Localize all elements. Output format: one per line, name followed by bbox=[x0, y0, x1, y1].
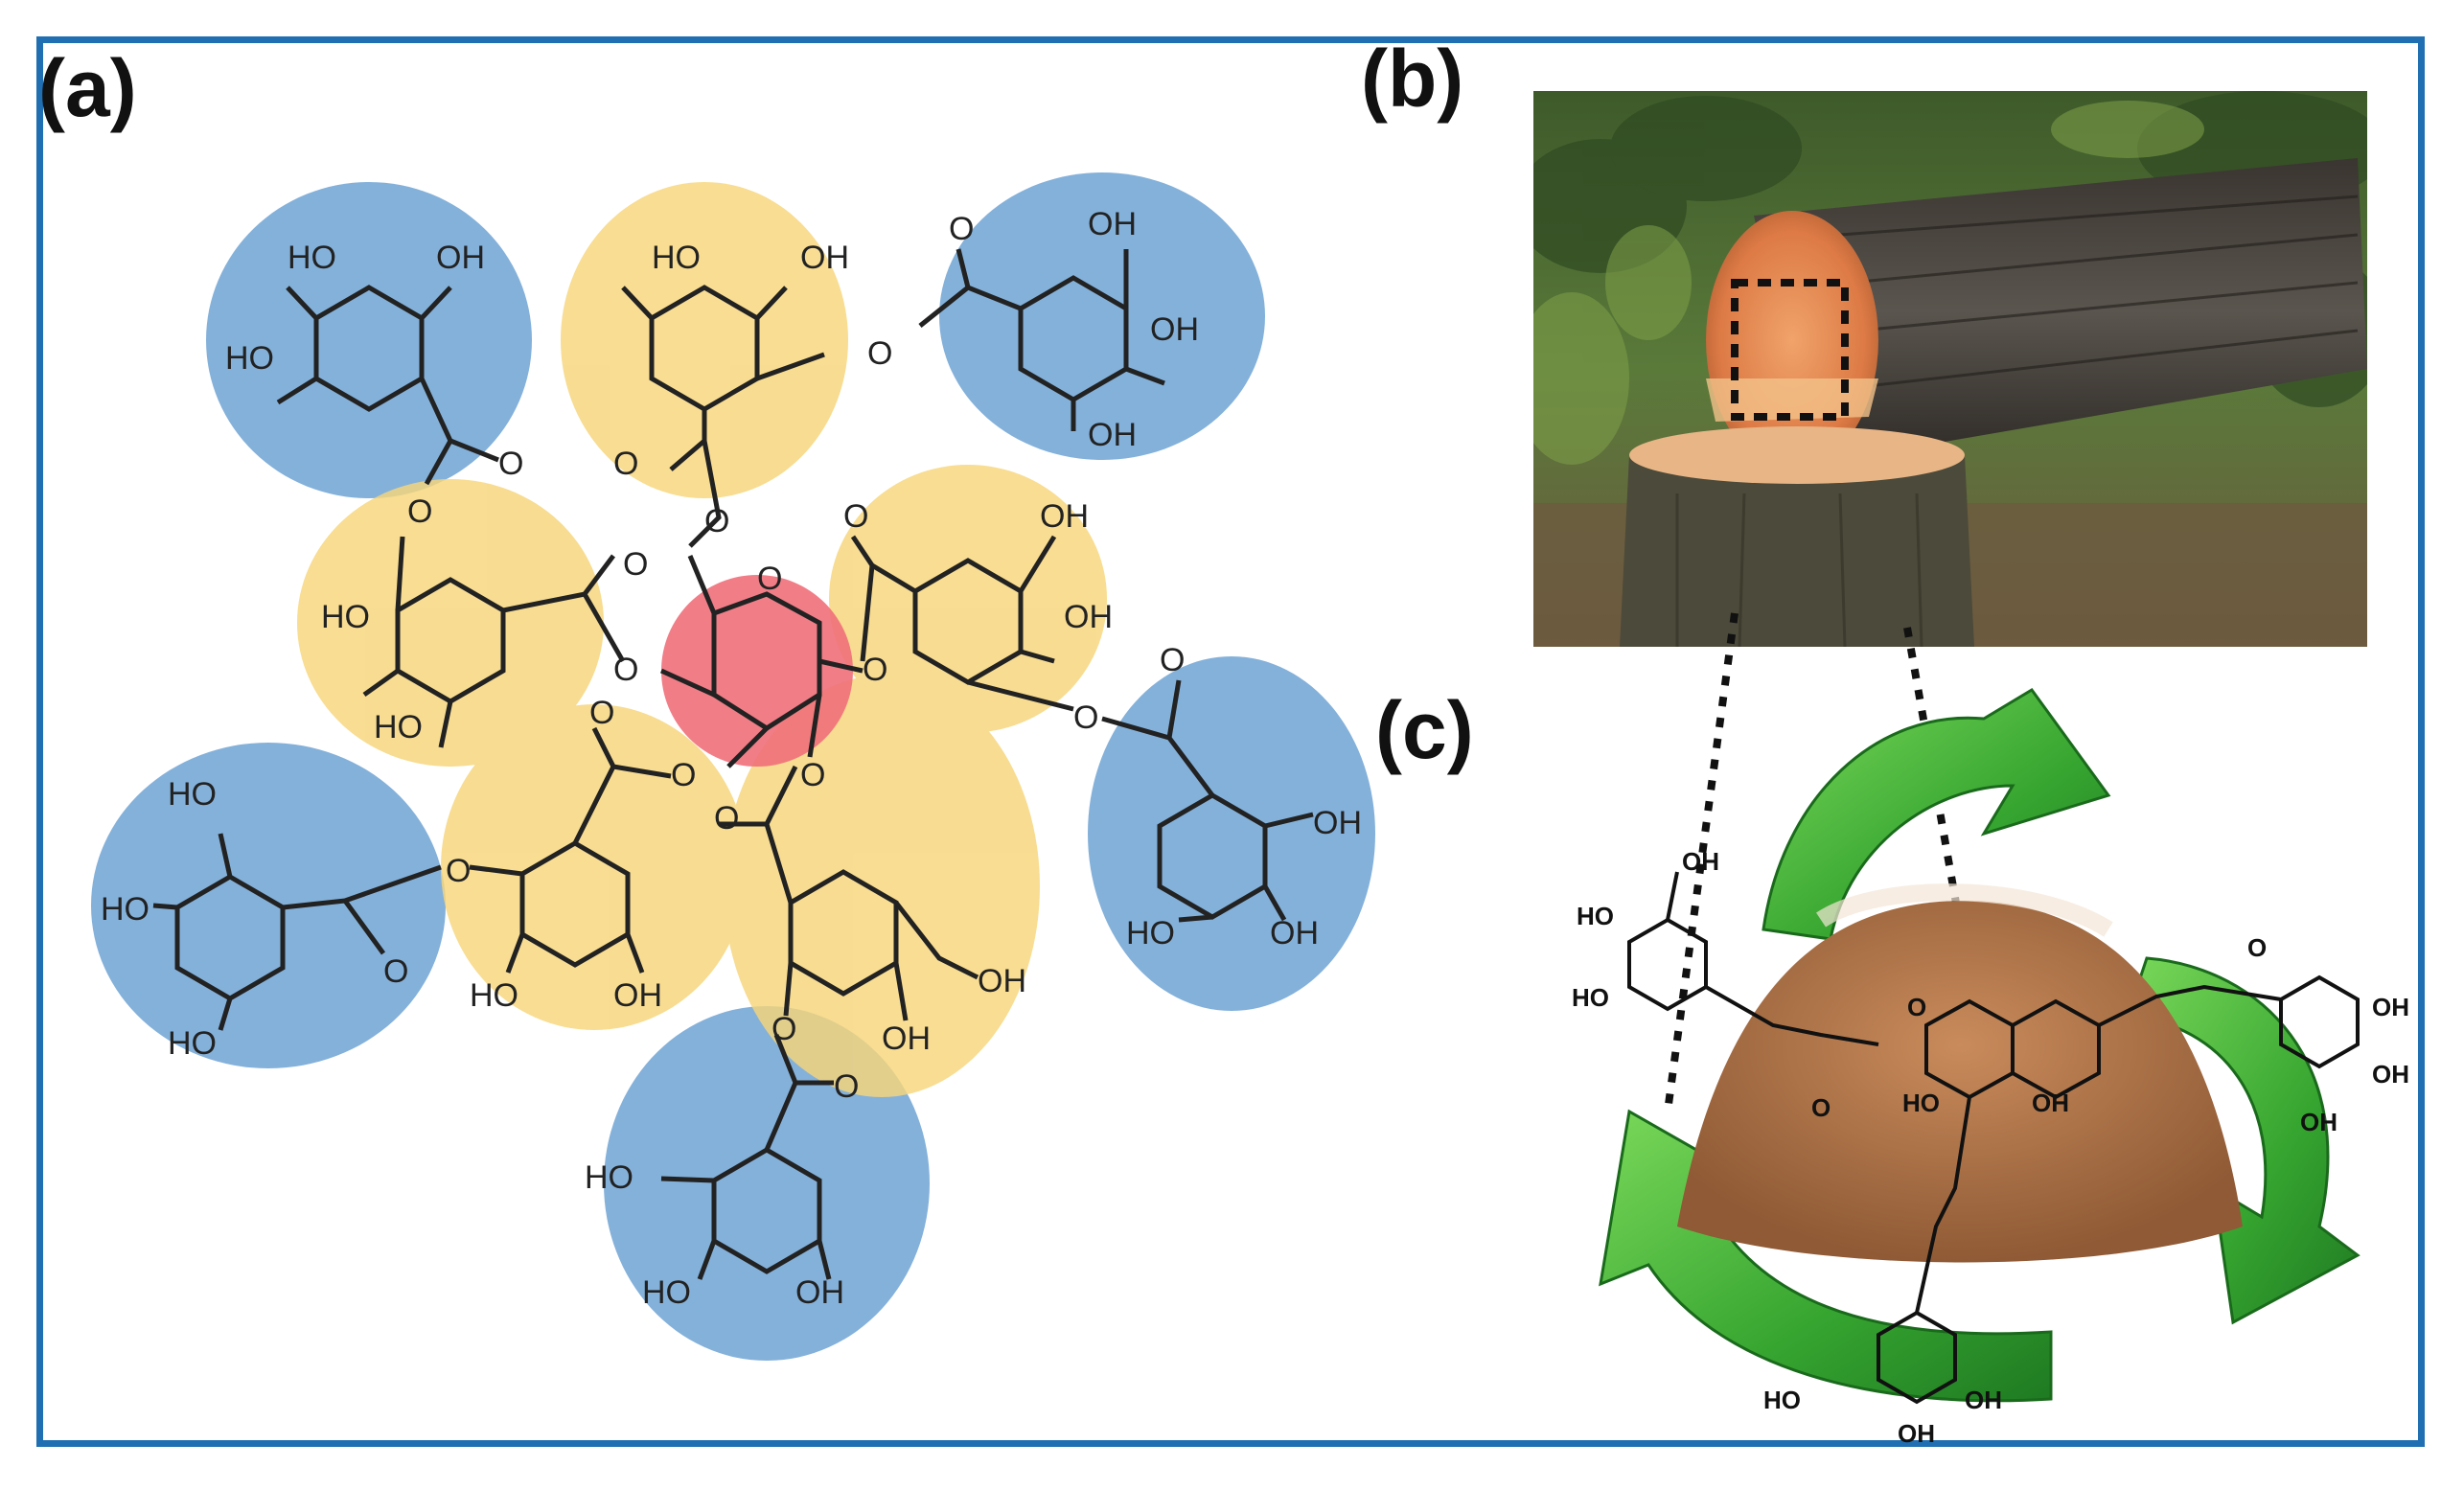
overlay-oh-5: OH bbox=[2032, 1089, 2069, 1117]
overlay-ho-3: HO bbox=[1902, 1089, 1940, 1117]
inner-galloyl-highlight-lower-right bbox=[724, 676, 1040, 1097]
label-o-1: O bbox=[498, 446, 523, 482]
panel-label-a: (a) bbox=[38, 43, 137, 133]
label-o-8: O bbox=[613, 652, 638, 688]
label-oh-9: OH bbox=[1270, 915, 1319, 951]
blue-highlights bbox=[91, 172, 1375, 1361]
label-ho-3: HO bbox=[652, 240, 701, 276]
label-oh-7: OH bbox=[1064, 599, 1113, 635]
overlay-ho-4: HO bbox=[1763, 1386, 1801, 1414]
label-oh-5: OH bbox=[1088, 417, 1137, 453]
label-o-6: O bbox=[867, 335, 892, 372]
bond-lines bbox=[152, 248, 1314, 1280]
label-ho-8: HO bbox=[168, 776, 217, 813]
overlay-oh-2: OH bbox=[2372, 993, 2409, 1021]
overlay-o-1: O bbox=[2247, 933, 2267, 962]
label-oh-6: OH bbox=[1040, 498, 1089, 535]
glucose-core-highlight bbox=[661, 575, 853, 767]
inner-galloyl-highlight-top bbox=[561, 182, 848, 498]
label-ho-1: HO bbox=[288, 240, 336, 276]
inner-galloyl-highlight-left bbox=[297, 479, 604, 767]
label-oh-1: OH bbox=[436, 240, 485, 276]
recycle-diagram: OH HO HO O OH OH OH O O HO OH HO OH OH bbox=[1572, 688, 2409, 1447]
label-ho-2: HO bbox=[225, 340, 274, 377]
galloyl-highlight-top-right bbox=[939, 172, 1265, 460]
label-o-14: O bbox=[1160, 642, 1185, 678]
label-oh-12: OH bbox=[882, 1020, 931, 1057]
sample-region-box bbox=[1731, 279, 1849, 421]
label-o-15: O bbox=[589, 695, 614, 731]
atom-labels: HO OH HO O O HO OH O O OH OH OH O O HO H… bbox=[101, 206, 1362, 1311]
label-o-20: O bbox=[834, 1068, 859, 1105]
tannin-overlay-labels: OH HO HO O OH OH OH O O HO OH HO OH OH bbox=[1572, 847, 2409, 1447]
label-o-10: O bbox=[671, 757, 696, 793]
overlay-o-3: O bbox=[1907, 993, 1926, 1021]
label-ho-9: HO bbox=[101, 891, 150, 928]
label-ho-5: HO bbox=[374, 709, 423, 745]
tannic-acid-structure: HO OH HO O O HO OH O O OH OH OH O O HO H… bbox=[91, 172, 1375, 1361]
label-o-ring: O bbox=[757, 561, 782, 597]
label-o-3: O bbox=[613, 446, 638, 482]
galloyl-highlight-bottom bbox=[604, 1006, 930, 1361]
label-oh-13: OH bbox=[795, 1274, 844, 1311]
label-ho-10: HO bbox=[168, 1025, 217, 1062]
label-oh-3: OH bbox=[1088, 206, 1137, 242]
label-oh-10: OH bbox=[613, 977, 662, 1014]
label-o-9: O bbox=[863, 652, 887, 688]
label-oh-2: OH bbox=[800, 240, 849, 276]
label-o-7: O bbox=[623, 546, 648, 583]
recycle-arrow-top bbox=[1762, 688, 2111, 941]
label-ho-6: HO bbox=[1126, 915, 1175, 951]
felled-log-photo bbox=[1533, 91, 2367, 647]
panel-label-c: (c) bbox=[1375, 685, 1474, 775]
label-o-5: O bbox=[949, 211, 974, 247]
label-o-16: O bbox=[446, 853, 471, 889]
label-o-18: O bbox=[771, 1011, 796, 1047]
label-o-13: O bbox=[1073, 699, 1098, 736]
overlay-oh-4: OH bbox=[2300, 1108, 2337, 1136]
label-oh-8: OH bbox=[1313, 805, 1362, 841]
label-ho-12: HO bbox=[642, 1274, 691, 1311]
figure-frame bbox=[36, 36, 2425, 1447]
overlay-oh-3: OH bbox=[2372, 1060, 2409, 1089]
label-o-11: O bbox=[800, 757, 825, 793]
stump-top bbox=[1629, 426, 1965, 484]
overlay-o-2: O bbox=[1811, 1093, 1831, 1122]
label-ho-11: HO bbox=[585, 1159, 633, 1196]
label-o-17: O bbox=[714, 800, 739, 837]
label-oh-4: OH bbox=[1150, 311, 1199, 348]
overlay-oh-6: OH bbox=[1965, 1386, 2002, 1414]
overlay-oh-7: OH bbox=[1898, 1419, 1935, 1447]
stump bbox=[1620, 455, 1974, 647]
label-ho-7: HO bbox=[470, 977, 518, 1014]
panel-label-b: (b) bbox=[1361, 34, 1464, 124]
tannin-overlay-bonds bbox=[1627, 871, 2360, 1405]
overlay-ho-1: HO bbox=[1577, 902, 1614, 930]
sawdust-pile-icon bbox=[1677, 901, 2243, 1263]
overlay-ho-2: HO bbox=[1572, 983, 1609, 1012]
label-o-12: O bbox=[843, 498, 868, 535]
label-o-2: O bbox=[407, 493, 432, 530]
inner-galloyl-highlight-right bbox=[829, 465, 1107, 733]
label-o-19: O bbox=[383, 953, 408, 990]
label-o-4: O bbox=[704, 503, 729, 539]
label-ho-4: HO bbox=[321, 599, 370, 635]
galloyl-highlight-top-left bbox=[206, 182, 532, 498]
galloyl-highlight-left bbox=[91, 743, 446, 1068]
label-oh-11: OH bbox=[978, 963, 1026, 999]
galloyl-highlight-right bbox=[1088, 656, 1375, 1011]
overlay-oh-1: OH bbox=[1682, 847, 1719, 876]
